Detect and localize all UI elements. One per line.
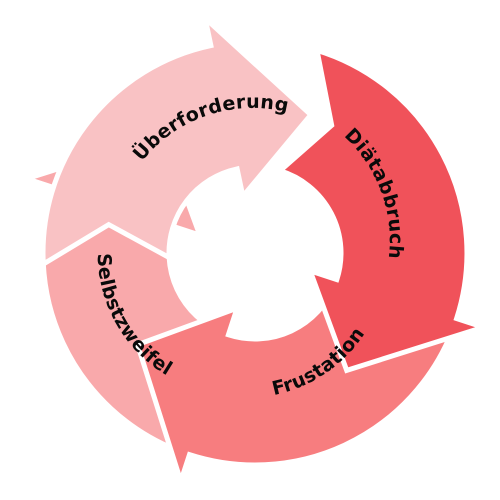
segment-arrow-diaetabbruch <box>275 46 492 374</box>
segment-arrow-ueberforderung <box>40 11 315 269</box>
segment-arrow-frustation <box>134 280 456 490</box>
